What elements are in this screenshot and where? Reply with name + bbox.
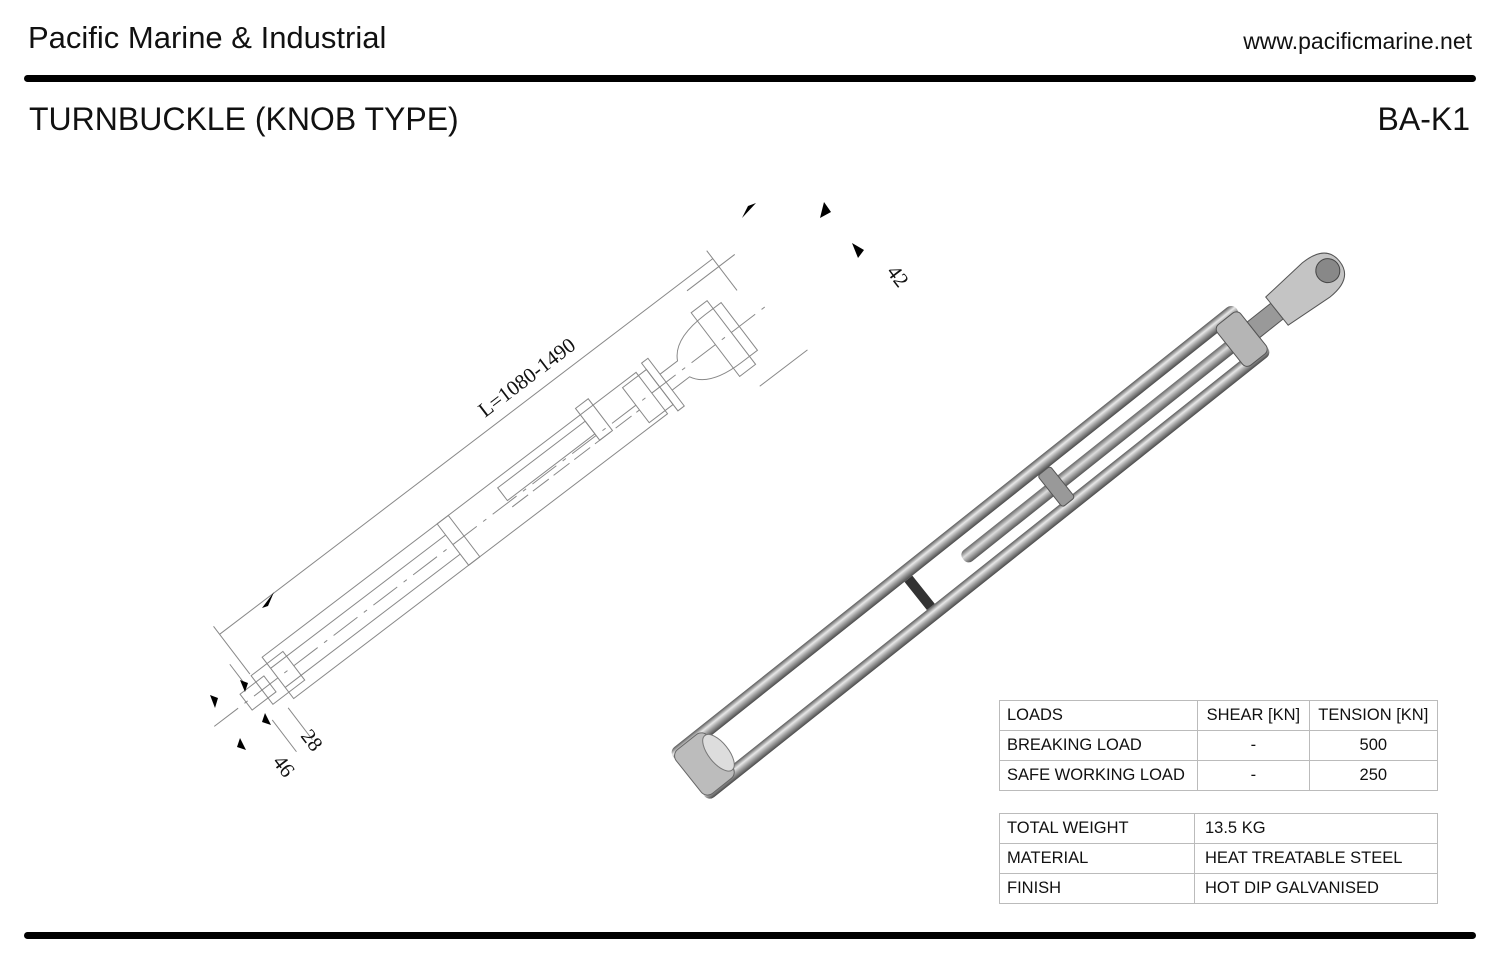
table-header: SHEAR [KN] <box>1197 700 1310 731</box>
dimension-arrows <box>210 202 864 750</box>
table-cell: MATERIAL <box>999 843 1195 874</box>
dimension-28-label: 28 <box>296 724 328 755</box>
product-code: BA-K1 <box>1377 101 1470 137</box>
table-cell: HEAT TREATABLE STEEL <box>1194 843 1438 874</box>
table-row: TOTAL WEIGHT 13.5 KG <box>999 813 1438 844</box>
turnbuckle-render <box>671 252 1346 799</box>
product-title: TURNBUCKLE (KNOB TYPE) <box>29 101 459 137</box>
table-cell: - <box>1197 760 1310 791</box>
table-cell: FINISH <box>999 873 1195 904</box>
table-cell: 13.5 KG <box>1194 813 1438 844</box>
table-cell: 500 <box>1308 730 1439 761</box>
properties-table: TOTAL WEIGHT 13.5 KG MATERIAL HEAT TREAT… <box>999 813 1438 904</box>
company-name: Pacific Marine & Industrial <box>28 20 387 55</box>
line-drawing <box>213 250 808 753</box>
table-cell: BREAKING LOAD <box>998 730 1199 761</box>
table-cell: HOT DIP GALVANISED <box>1194 873 1438 904</box>
table-row: BREAKING LOAD - 500 <box>998 730 1439 761</box>
table-header-row: LOADS SHEAR [KN] TENSION [KN] <box>998 700 1439 731</box>
dimension-42-label: 42 <box>882 260 914 291</box>
table-row: FINISH HOT DIP GALVANISED <box>999 873 1438 904</box>
header-divider <box>24 75 1476 82</box>
table-header: TENSION [KN] <box>1308 700 1439 731</box>
table-cell: - <box>1197 730 1310 761</box>
loads-table: LOADS SHEAR [KN] TENSION [KN] BREAKING L… <box>998 700 1439 791</box>
length-dimension-label: L=1080-1490 <box>473 333 580 422</box>
table-cell: SAFE WORKING LOAD <box>998 760 1199 791</box>
table-row: MATERIAL HEAT TREATABLE STEEL <box>999 843 1438 874</box>
dimension-46-label: 46 <box>268 750 300 781</box>
table-cell: 250 <box>1308 760 1439 791</box>
table-header: LOADS <box>998 700 1199 731</box>
footer-divider <box>24 932 1476 939</box>
table-cell: TOTAL WEIGHT <box>999 813 1195 844</box>
website-link[interactable]: www.pacificmarine.net <box>1243 28 1472 54</box>
table-row: SAFE WORKING LOAD - 250 <box>998 760 1439 791</box>
